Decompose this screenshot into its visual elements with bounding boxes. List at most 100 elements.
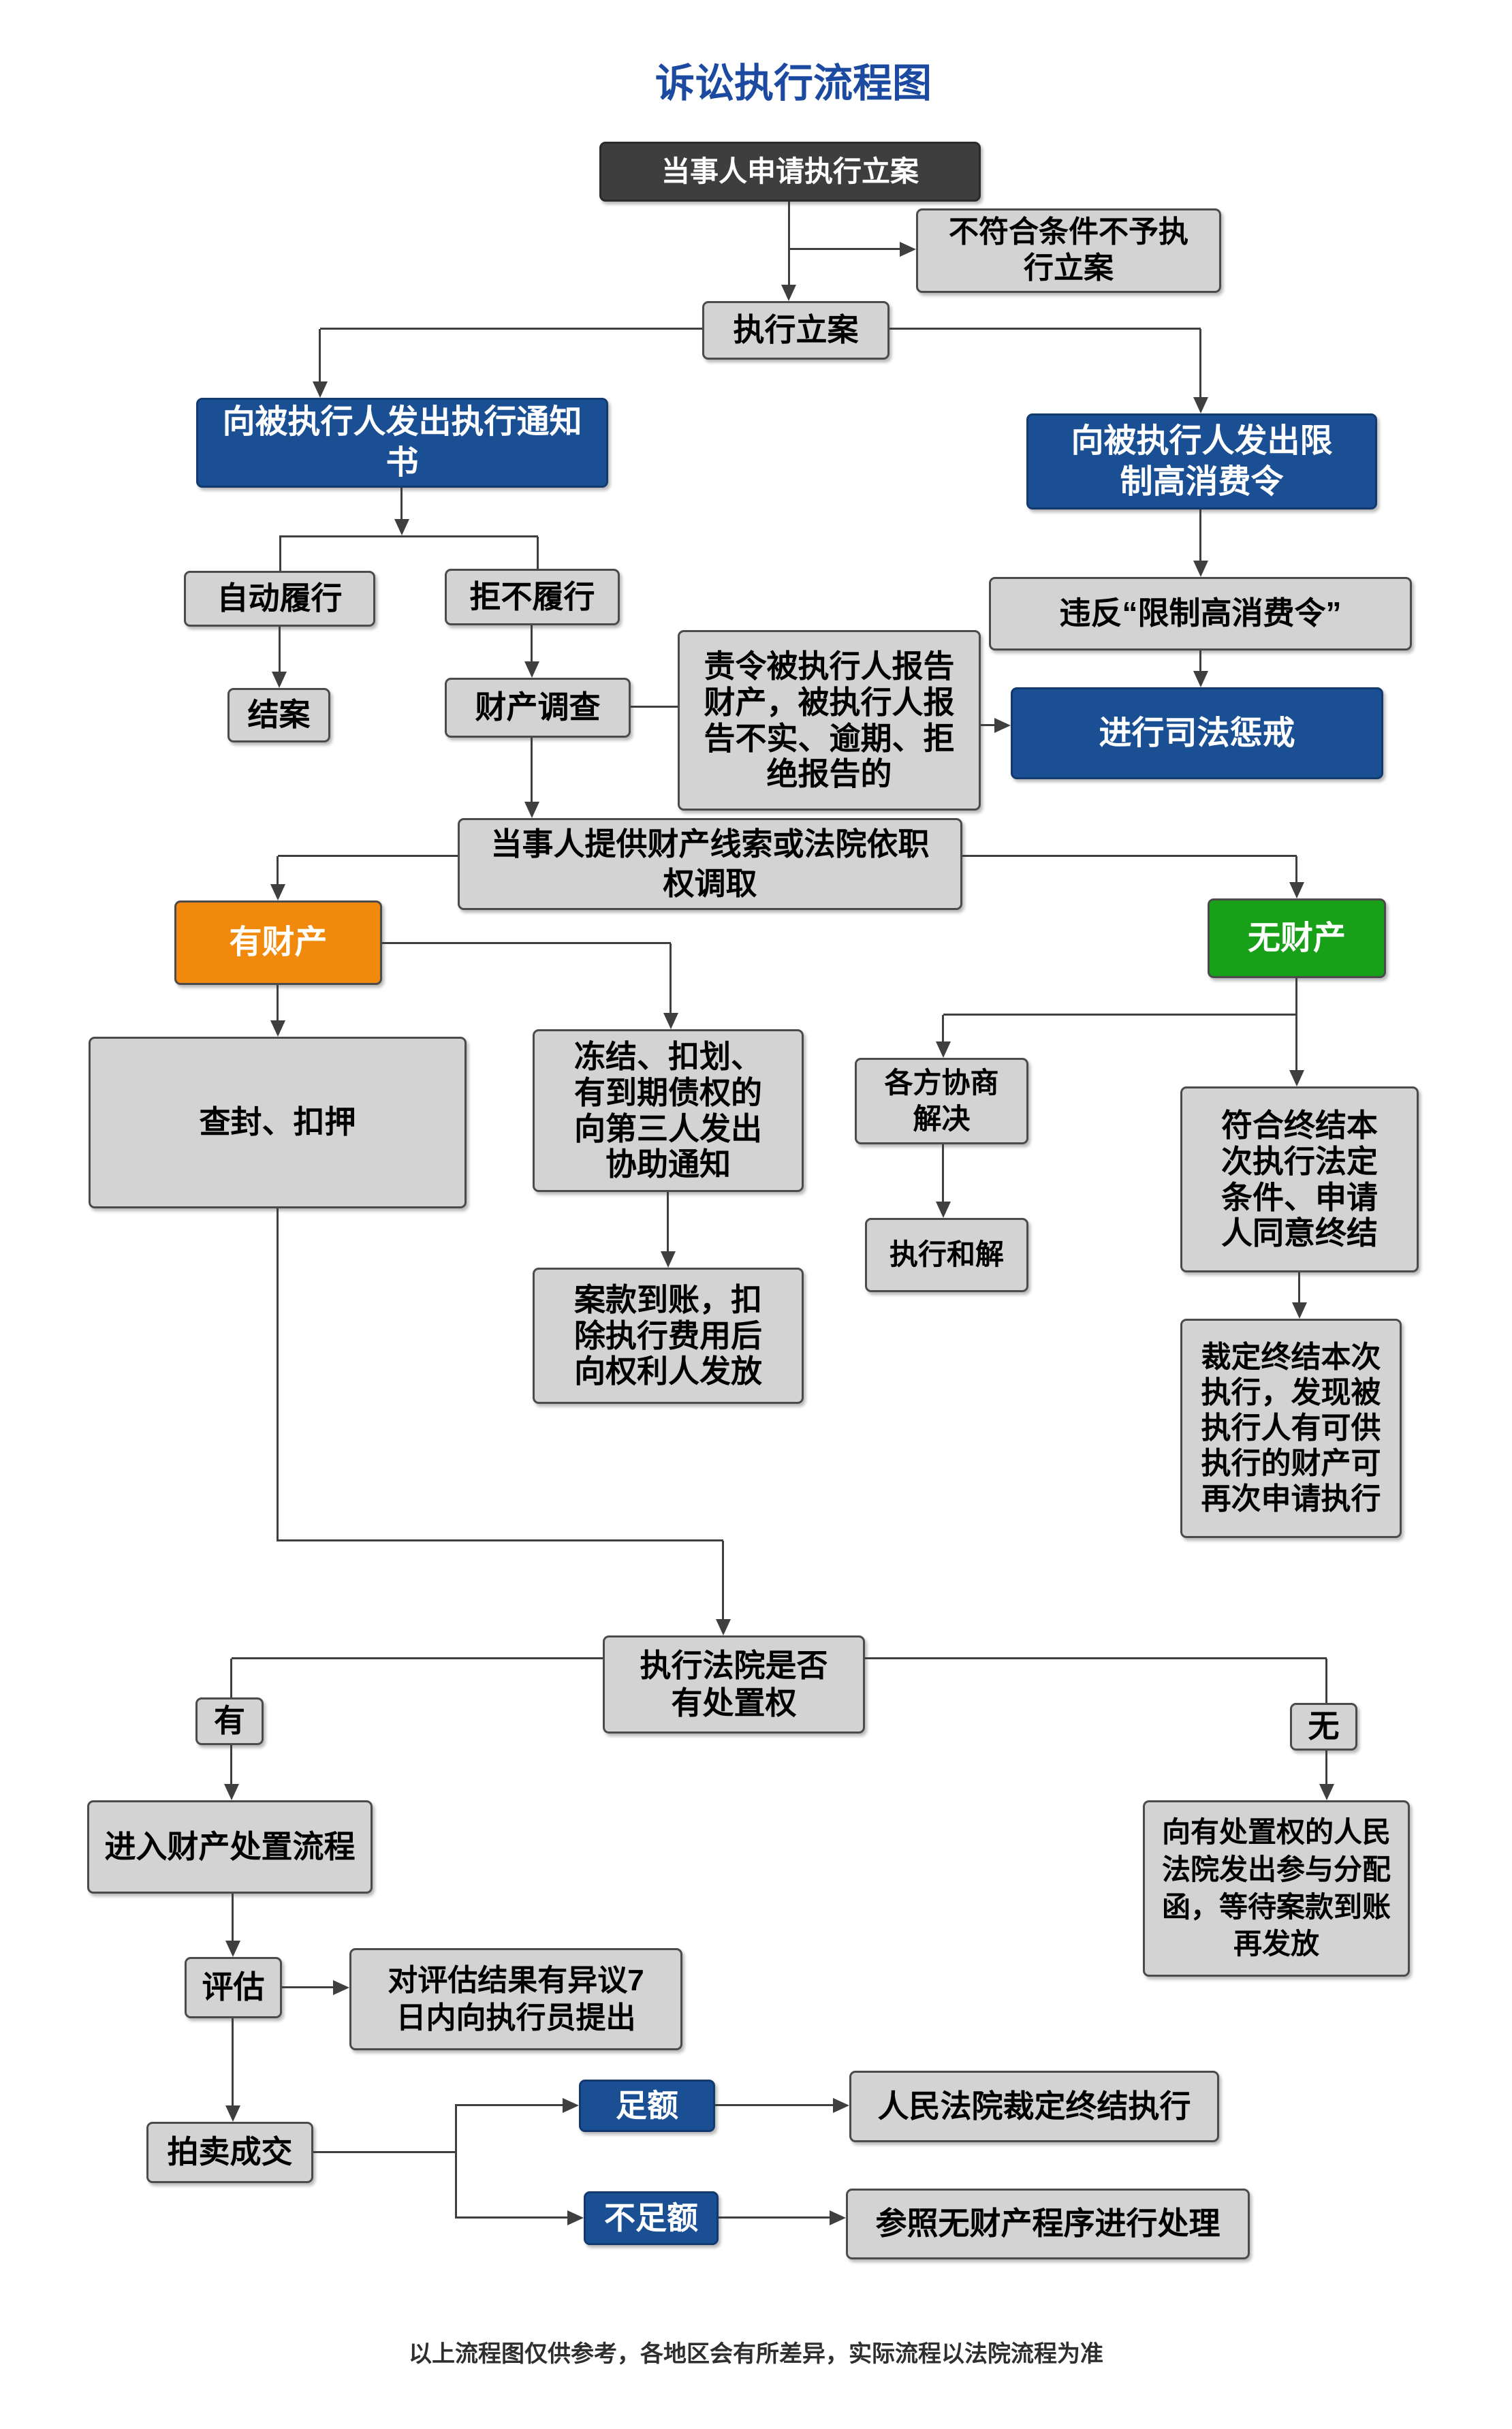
arrow-down-icon (224, 1784, 239, 1800)
node-investigate: 财产调查 (445, 678, 631, 738)
node-order-report: 责令被执行人报告财产，被执行人报告不实、逾期、拒绝报告的 (678, 630, 981, 811)
connector-line (279, 627, 281, 672)
node-start: 当事人申请执行立案 (599, 142, 981, 202)
arrow-down-icon (936, 1202, 951, 1218)
arrow-right-icon (994, 718, 1011, 733)
node-reject: 不符合条件不予执行立案 (916, 208, 1221, 293)
node-branch-yes: 有 (195, 1697, 264, 1745)
node-no-property: 无财产 (1208, 898, 1386, 978)
arrow-down-icon (781, 285, 796, 301)
connector-line (319, 329, 321, 383)
node-auction-deal: 拍卖成交 (146, 2122, 313, 2183)
arrow-down-icon (225, 1941, 240, 1957)
connector-line (1298, 1272, 1300, 1304)
connector-line (456, 2216, 569, 2219)
node-clues: 当事人提供财产线索或法院依职权调取 (458, 818, 962, 910)
arrow-down-icon (225, 2105, 240, 2122)
connector-line (279, 537, 281, 571)
arrow-down-icon (716, 1619, 731, 1635)
node-auto-perform: 自动履行 (184, 571, 375, 627)
node-close-case: 结案 (227, 688, 330, 742)
connector-line (1199, 329, 1201, 398)
connector-line (230, 1659, 232, 1697)
connector-line (278, 855, 458, 857)
connector-line (1199, 651, 1201, 672)
connector-line (279, 535, 538, 537)
arrow-right-icon (333, 1980, 349, 1995)
node-objection: 对评估结果有异议7日内向执行员提出 (349, 1948, 682, 2050)
arrow-down-icon (524, 802, 539, 818)
connector-line (1295, 978, 1297, 1071)
connector-line (400, 488, 403, 520)
arrow-right-icon (900, 242, 916, 257)
node-enter-disposal: 进入财产处置流程 (87, 1800, 373, 1894)
arrow-down-icon (270, 1020, 285, 1037)
node-end-conditions: 符合终结本次执行法定条件、申请人同意终结 (1180, 1086, 1419, 1272)
node-appraise: 评估 (185, 1957, 282, 2018)
page-title: 诉讼执行流程图 (655, 60, 932, 106)
arrow-down-icon (1193, 397, 1208, 413)
connector-line (889, 328, 1201, 330)
arrow-right-icon (563, 2098, 579, 2113)
connector-line (232, 1894, 234, 1942)
node-refer-no-property: 参照无财产程序进行处理 (846, 2189, 1250, 2259)
connector-line (722, 1541, 724, 1620)
connector-line (1295, 856, 1297, 883)
connector-line (456, 2104, 564, 2106)
connector-line (232, 2018, 234, 2107)
arrow-down-icon (272, 672, 287, 688)
arrow-right-icon (830, 2210, 846, 2225)
connector-line (631, 706, 678, 708)
node-violate-limit: 违反“限制高消费令” (989, 577, 1412, 651)
connector-line (277, 856, 279, 886)
connector-line (277, 985, 279, 1022)
arrow-down-icon (663, 1013, 678, 1029)
connector-line (277, 1208, 279, 1541)
node-negotiate: 各方协商解决 (855, 1058, 1028, 1144)
connector-line (1199, 510, 1201, 562)
arrow-down-icon (1193, 561, 1208, 577)
connector-line (537, 537, 539, 569)
node-participate-distribution: 向有处置权的人民法院发出参与分配函，等待案款到账再发放 (1143, 1800, 1410, 1977)
connector-line (531, 738, 533, 803)
node-settlement: 执行和解 (865, 1218, 1028, 1292)
connector-line (719, 2216, 831, 2219)
connector-line (789, 248, 901, 250)
connector-line (320, 328, 702, 330)
connector-line (942, 1015, 944, 1043)
node-branch-no: 无 (1290, 1703, 1357, 1751)
connector-line (382, 942, 671, 944)
connector-line (981, 724, 996, 726)
connector-line (670, 943, 672, 1014)
arrow-down-icon (1292, 1302, 1307, 1319)
node-notice: 向被执行人发出执行通知书 (196, 398, 608, 488)
node-seize: 查封、扣押 (89, 1037, 467, 1208)
connector-line (1325, 1751, 1327, 1785)
arrow-down-icon (1193, 671, 1208, 687)
connector-line (230, 1745, 232, 1785)
node-judicial-punish: 进行司法惩戒 (1011, 687, 1383, 779)
arrow-down-icon (313, 381, 328, 398)
connector-line (531, 625, 533, 661)
arrow-down-icon (394, 519, 409, 535)
connector-line (277, 1539, 723, 1541)
node-disposal-question: 执行法院是否有处置权 (603, 1635, 865, 1734)
node-freeze-notify: 冻结、扣划、有到期债权的向第三人发出协助通知 (533, 1029, 804, 1192)
connector-line (865, 1657, 1327, 1659)
connector-line (942, 1144, 944, 1203)
arrow-right-icon (833, 2098, 849, 2113)
connector-line (667, 1192, 669, 1253)
arrow-down-icon (1289, 1070, 1304, 1086)
arrow-down-icon (524, 661, 539, 678)
connector-line (232, 1657, 603, 1659)
footer-note: 以上流程图仅供参考，各地区会有所差异，实际流程以法院流程为准 (409, 2341, 1103, 2367)
arrow-down-icon (661, 1251, 676, 1268)
connector-line (313, 2151, 457, 2153)
node-refuse-perform: 拒不履行 (445, 569, 620, 625)
node-full-amount: 足额 (579, 2080, 715, 2132)
arrow-down-icon (1289, 882, 1304, 898)
connector-line (962, 855, 1297, 857)
arrow-down-icon (270, 884, 285, 900)
node-filing: 执行立案 (702, 301, 889, 360)
